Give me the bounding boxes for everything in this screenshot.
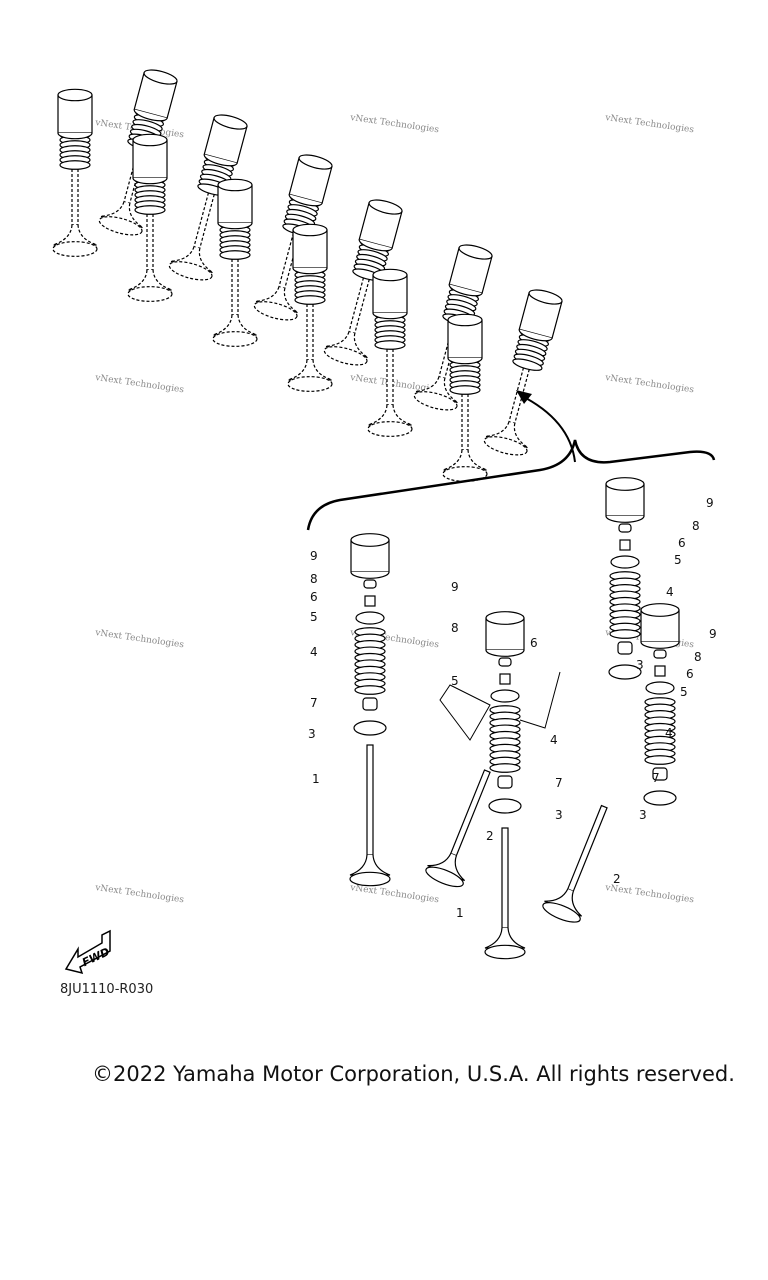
- watermark-text: vNext Technologies: [604, 373, 695, 396]
- assembled-valve: [253, 154, 333, 321]
- detail-bracket: [306, 390, 716, 531]
- callout-number: 2: [613, 872, 621, 886]
- callout-number: 7: [652, 771, 660, 785]
- arrow-head-icon: [516, 390, 532, 404]
- watermark-text: vNext Technologies: [94, 373, 185, 396]
- callout-number: 1: [456, 906, 464, 920]
- callout-number: 5: [674, 553, 682, 567]
- assembled-valve: [323, 199, 403, 366]
- watermark-text: vNext Technologies: [604, 883, 695, 906]
- right-upper-valve-assembly: [605, 477, 645, 680]
- middle-valve-assembly: [485, 611, 525, 814]
- callout-number: 3: [555, 808, 563, 822]
- callout-number: 4: [665, 726, 673, 740]
- callout-number: 1: [312, 772, 320, 786]
- callout-number: 6: [678, 536, 686, 550]
- exploded-parts: [349, 477, 680, 960]
- callout-number: 5: [310, 610, 318, 624]
- assembled-valve: [212, 178, 258, 347]
- callout-number: 8: [310, 572, 318, 586]
- callout-number: 3: [636, 658, 644, 672]
- assembled-valve: [367, 268, 413, 437]
- callout-number: 4: [550, 733, 558, 747]
- callout-number: 9: [310, 549, 318, 563]
- callout-number: 7: [310, 696, 318, 710]
- callout-number: 9: [451, 580, 459, 594]
- callout-number: 9: [706, 496, 714, 510]
- callout-number: 6: [530, 636, 538, 650]
- assembled-valve: [52, 88, 98, 257]
- callout-number: 8: [692, 519, 700, 533]
- part-code: 8JU1110-R030: [60, 982, 154, 997]
- callout-number: 6: [686, 667, 694, 681]
- callout-number: 6: [310, 590, 318, 604]
- copyright-notice: ©2022 Yamaha Motor Corporation, U.S.A. A…: [92, 1062, 735, 1086]
- left-valve-assembly: [350, 533, 390, 736]
- callout-number: 5: [451, 674, 459, 688]
- fwd-arrow-icon: FWD: [64, 929, 112, 975]
- intake-valve: [425, 769, 491, 888]
- callout-number: 9: [709, 627, 717, 641]
- assembled-valve: [287, 223, 333, 392]
- callout-number: 3: [639, 808, 647, 822]
- assembled-valve: [442, 313, 488, 482]
- callout-number: 4: [666, 585, 674, 599]
- assembled-valve: [127, 133, 173, 302]
- callout-number: 3: [308, 727, 316, 741]
- callout-number: 2: [486, 829, 494, 843]
- watermark-text: vNext Technologies: [94, 883, 185, 906]
- callout-number: 7: [555, 776, 563, 790]
- callout-number: 4: [310, 645, 318, 659]
- watermark-text: vNext Technologies: [94, 628, 185, 651]
- watermark-text: vNext Technologies: [349, 113, 440, 136]
- intake-valve: [542, 804, 608, 923]
- callout-number: 5: [680, 685, 688, 699]
- right-lower-valve-assembly: [640, 603, 680, 806]
- watermark-text: vNext Technologies: [604, 113, 695, 136]
- callout-number: 8: [694, 650, 702, 664]
- assembled-valve-train: [52, 69, 563, 482]
- watermark-text: vNext Technologies: [349, 883, 440, 906]
- callout-number: 8: [451, 621, 459, 635]
- assembled-valve: [483, 289, 563, 456]
